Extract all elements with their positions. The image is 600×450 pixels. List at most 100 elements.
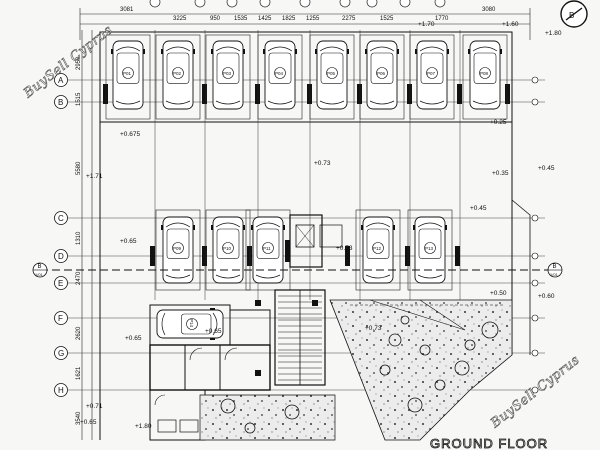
grid-column-bubbles: [149, 0, 446, 8]
bay-number: P10: [223, 246, 232, 251]
left-dim: 1310: [76, 231, 82, 245]
parking-bay: P08: [462, 34, 508, 120]
top-dim: 3225: [173, 16, 187, 22]
bay-number: P05: [327, 71, 336, 76]
top-dim: 2275: [342, 16, 356, 22]
top-dim: 1770: [435, 16, 449, 22]
section-line: B B 1/01 1/01: [32, 262, 563, 278]
bay-number-circle: [262, 242, 274, 254]
bay-number: P14: [189, 319, 194, 328]
bay-number: P09: [173, 246, 182, 251]
section-ref-right: 1/01: [550, 272, 559, 277]
car-icon: P05: [315, 40, 349, 110]
north-arrow-icon: B: [560, 0, 588, 28]
top-dim: 950: [210, 16, 221, 22]
grid-bubble-right: [531, 252, 539, 260]
top-dimension-chain: [79, 8, 531, 40]
parking-bay: P13: [407, 209, 453, 291]
bay-number-circle: [426, 67, 438, 79]
level-mark: +1.80: [545, 30, 562, 37]
section-marker-right: B: [553, 264, 557, 270]
bay-number: P04: [275, 71, 284, 76]
car-icon: P10: [211, 216, 245, 284]
stair-core: [274, 214, 343, 386]
level-mark: +0.675: [120, 131, 140, 138]
bay-number-circle: [172, 242, 184, 254]
level-mark: +0.71: [86, 403, 103, 410]
grid-row-label: F: [58, 314, 63, 323]
section-marker-left: B: [38, 264, 42, 270]
bay-number: P12: [373, 246, 382, 251]
grid-row-label: D: [58, 252, 64, 261]
parking-bay: P11: [245, 209, 291, 291]
level-mark: +0.60: [538, 293, 555, 300]
car-icon: P04: [263, 40, 297, 110]
car-icon: P03: [211, 40, 245, 110]
parking-bay: P12: [355, 209, 401, 291]
car-icon: P09: [161, 216, 195, 284]
left-dim: 2620: [76, 326, 82, 340]
grid-bubble: [54, 346, 68, 360]
bay-number-circle: [376, 67, 388, 79]
level-mark: +0.73: [365, 325, 382, 332]
bay-number: P13: [425, 246, 434, 251]
car-icon: P06: [365, 40, 399, 110]
bay-number-circle: [372, 242, 384, 254]
grid-bubble: [54, 383, 68, 397]
parking-bay: P01: [105, 34, 151, 120]
structural-columns: [103, 84, 510, 376]
grid-row-label: G: [58, 349, 64, 358]
grid-bubble: [54, 211, 68, 225]
grid-bubble: [54, 95, 68, 109]
drawing-title: GROUND FLOOR: [430, 436, 548, 450]
grid-bubble: [54, 311, 68, 325]
grid-bubble-right: [531, 76, 539, 84]
grid-row-label: H: [58, 386, 64, 395]
level-mark: +0.25: [490, 119, 507, 126]
grid-bubble-right: [531, 349, 539, 357]
grid-bubble-right: [531, 386, 539, 394]
grid-bubble-right: [531, 314, 539, 322]
bay-number-circle: [274, 67, 286, 79]
bay-number: P07: [427, 71, 436, 76]
level-mark: +1.70: [418, 21, 435, 28]
left-dim: 2950: [76, 56, 82, 70]
top-dim: 3080: [482, 7, 496, 13]
level-mark: +0.65: [80, 419, 97, 426]
section-ref-left: 1/01: [35, 272, 44, 277]
level-mark: +1.71: [86, 173, 103, 180]
left-dimension-chain: [81, 30, 93, 440]
bay-number-circle: [122, 67, 134, 79]
bay-number-circle: [326, 67, 338, 79]
top-dim: 1535: [234, 16, 248, 22]
car-icon: P13: [413, 216, 447, 284]
level-mark: +0.45: [470, 205, 487, 212]
car-icon: P02: [161, 40, 195, 110]
parking-bays-top: P01 P02 P03 P04 P05 P06 P07 P08: [105, 34, 508, 120]
level-mark: +0.65: [120, 238, 137, 245]
grid-row-label: C: [58, 214, 64, 223]
grid-bubble-right: [531, 214, 539, 222]
level-mark: +1.60: [502, 21, 519, 28]
north-arrow-label: B: [569, 11, 574, 20]
parking-bay: P03: [205, 34, 251, 120]
parking-bays-middle: P09 P10 P11 P12 P13: [155, 209, 453, 291]
level-mark: +1.80: [135, 423, 152, 430]
parking-bay: P10: [205, 209, 251, 291]
parking-bay-p14: P14: [156, 308, 224, 340]
level-mark: +0.50: [490, 290, 507, 297]
car-icon: P14: [156, 308, 224, 340]
left-dim: 1621: [76, 366, 82, 380]
car-icon: P01: [111, 40, 145, 110]
top-dim: 1255: [306, 16, 320, 22]
bay-number-circle: [424, 242, 436, 254]
top-dim: 1525: [380, 16, 394, 22]
bay-number: P02: [173, 71, 182, 76]
parking-bay: P05: [309, 34, 355, 120]
grid-row-label: E: [58, 279, 63, 288]
grid-bubble: [54, 249, 68, 263]
grid-row-label: A: [58, 76, 64, 85]
car-icon: P07: [415, 40, 449, 110]
level-mark: +0.65: [125, 335, 142, 342]
